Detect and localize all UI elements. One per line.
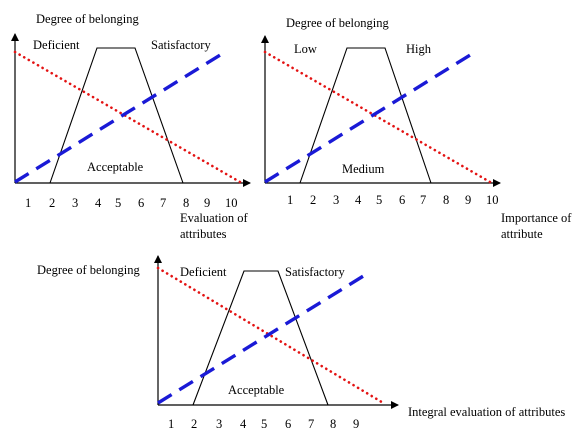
panel-2-tick: 7 (420, 193, 426, 207)
panel-1-middle-label: Acceptable (87, 160, 144, 174)
panel-1-tick: 6 (138, 196, 144, 210)
panel-1-tick: 8 (183, 196, 189, 210)
panel-1-tick: 4 (95, 196, 102, 210)
panel-3-ticks: 1 2 3 4 5 6 7 8 9 (168, 417, 359, 431)
panel-2-medium-trapezoid (299, 47, 432, 184)
panel-3-middle-label: Acceptable (228, 383, 285, 397)
panel-2-tick: 2 (310, 193, 316, 207)
panel-1-tick: 1 (25, 196, 31, 210)
panel-2-tick: 9 (465, 193, 471, 207)
panel-3-ylabel: Degree of belonging (37, 263, 140, 277)
panel-2-tick: 1 (287, 193, 293, 207)
panel-2-tick: 6 (399, 193, 405, 207)
panel-3-deficient-line (156, 266, 387, 406)
panel-3-tick: 7 (308, 417, 314, 431)
panel-1-tick: 10 (225, 196, 238, 210)
panel-3-left-label: Deficient (180, 265, 227, 279)
panel-2-xlabel-line-1: Importance of (501, 211, 572, 225)
panel-importance-of-attribute: Degree of belonging Low High Medium 1 2 … (261, 16, 572, 241)
panel-3-tick: 2 (191, 417, 197, 431)
panel-2-tick: 8 (443, 193, 449, 207)
panel-1-right-label: Satisfactory (151, 38, 211, 52)
panel-1-tick: 3 (72, 196, 78, 210)
panel-2-ticks: 1 2 3 4 5 6 7 8 9 10 (287, 193, 499, 207)
panel-1-tick: 9 (204, 196, 210, 210)
panel-3-tick: 4 (240, 417, 247, 431)
panel-2-ylabel: Degree of belonging (286, 16, 389, 30)
panel-3-tick: 1 (168, 417, 174, 431)
panel-1-left-label: Deficient (33, 38, 80, 52)
panel-integral-evaluation: Degree of belonging Deficient Satisfacto… (37, 255, 565, 431)
panel-3-tick: 6 (285, 417, 291, 431)
panel-3-satisfactory-line (157, 273, 366, 405)
panel-2-high-line (264, 50, 476, 184)
panel-2-tick: 5 (376, 193, 382, 207)
panel-3-tick: 9 (353, 417, 359, 431)
panel-1-ticks: 1 2 3 4 5 6 7 8 9 10 (25, 196, 238, 210)
panel-3-tick: 3 (216, 417, 222, 431)
panel-2-tick: 10 (486, 193, 499, 207)
panel-2-xlabel-line-2: attribute (501, 227, 543, 241)
panel-1-acceptable-trapezoid (49, 47, 184, 184)
panel-1-tick: 7 (160, 196, 166, 210)
panel-2-middle-label: Medium (342, 162, 385, 176)
panel-3-acceptable-trapezoid (192, 270, 329, 406)
panel-1-tick: 2 (49, 196, 55, 210)
panel-3-tick: 8 (330, 417, 336, 431)
panel-evaluation-of-attributes: Degree of belonging Deficient Satisfacto… (11, 12, 251, 241)
panel-2-low-line (263, 50, 492, 184)
panel-2-tick: 4 (355, 193, 362, 207)
panel-3-xlabel: Integral evaluation of attributes (408, 405, 565, 419)
panel-1-xlabel-line-1: Evaluation of (180, 211, 249, 225)
panel-1-satisfactory-line (14, 50, 226, 184)
panel-2-right-label: High (406, 42, 432, 56)
panel-3-right-label: Satisfactory (285, 265, 345, 279)
panel-3-tick: 5 (261, 417, 267, 431)
panel-1-deficient-line (13, 50, 242, 184)
panel-1-xlabel-line-2: attributes (180, 227, 227, 241)
panel-1-tick: 5 (115, 196, 121, 210)
panel-2-left-label: Low (294, 42, 317, 56)
panel-2-tick: 3 (333, 193, 339, 207)
panel-1-ylabel: Degree of belonging (36, 12, 139, 26)
